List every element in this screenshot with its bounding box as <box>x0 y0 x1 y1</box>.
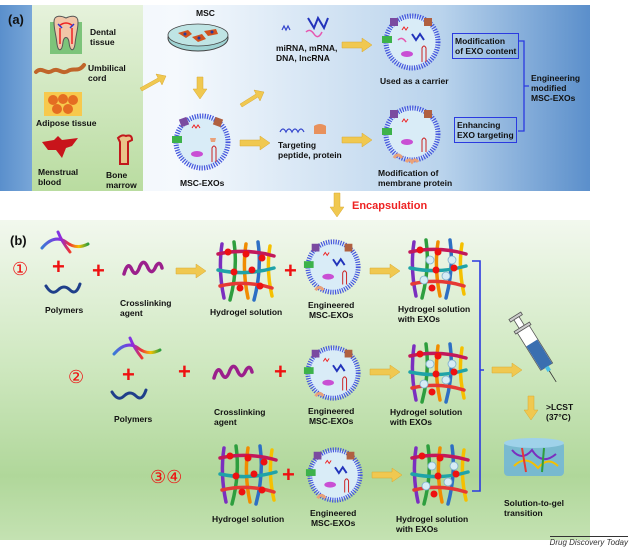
arrow-to-hydrogel <box>175 263 207 279</box>
plus-sign: + <box>178 359 191 384</box>
enhancing-exo-targeting-box: Enhancing EXO targeting <box>454 117 517 143</box>
engineered-exos-label: Engineered MSC-EXOs <box>308 300 355 320</box>
petri-dish-msc-icon <box>167 23 229 52</box>
polymers-label: Polymers <box>45 305 84 315</box>
syringe-icon <box>508 311 557 383</box>
msc-exo-vesicle <box>172 113 231 171</box>
panel-b <box>0 220 590 540</box>
tooth-icon <box>50 15 82 54</box>
lcst-label: >LCST (37°C) <box>546 402 574 422</box>
hydrogel-solution-label: Hydrogel solution <box>212 514 285 524</box>
step-3-4-marker: ③④ <box>150 467 183 487</box>
arrow-targeting-to-membrane <box>341 132 373 148</box>
journal-credit: Drug Discovery Today <box>549 536 628 547</box>
umbilical-cord-icon <box>34 63 86 75</box>
hydrogel-network-icon <box>216 240 276 302</box>
plus-sign: + <box>52 254 65 279</box>
merge-bracket <box>472 260 484 492</box>
engineered-exos-label: Engineered MSC-EXOs <box>310 508 357 528</box>
encapsulation-arrow <box>329 192 345 218</box>
hydrogel-with-exos-label: Hydrogel solution with EXOs <box>398 304 471 324</box>
crosslinking-agent-icon <box>212 364 254 380</box>
source-menstrual-blood: Menstrual blood <box>38 167 79 187</box>
engineered-exos-label: Engineered MSC-EXOs <box>308 406 355 426</box>
crosslinking-agent-label: Crosslinking agent <box>120 298 172 318</box>
plus-sign: + <box>274 359 287 384</box>
plus-sign: + <box>282 462 295 487</box>
engineered-exo-vesicle <box>303 345 361 401</box>
arrow-to-hydrogel-with-exos <box>369 364 401 380</box>
solution-to-gel-label: Solution-to-gel transition <box>504 498 564 518</box>
plus-sign: + <box>92 258 105 283</box>
exo-membrane-modified-vesicle <box>382 105 441 165</box>
step-1-marker: ① <box>12 259 29 279</box>
hydrogel-with-exos-icon <box>408 342 468 404</box>
msc-label: MSC <box>196 8 215 18</box>
plus-sign: + <box>122 362 135 387</box>
arrow-to-hydrogel-with-exos <box>369 263 401 279</box>
menstrual-blood-icon <box>42 136 78 158</box>
modification-exo-content-box: Modification of EXO content <box>452 33 520 59</box>
encapsulation-label: Encapsulation <box>352 200 428 212</box>
linear-polymer-icon <box>44 282 82 294</box>
panel-a-side-strip <box>0 5 32 191</box>
arrow-exos-to-targeting <box>239 135 271 151</box>
branched-polymer-icon <box>40 230 90 254</box>
crosslinking-agent-label: Crosslinking agent <box>214 407 266 427</box>
panel-a-label: (a) <box>8 12 24 27</box>
linear-polymer-icon <box>110 388 148 400</box>
arrow-cargo-to-carrier <box>341 37 373 53</box>
hydrogel-network-icon <box>218 444 278 506</box>
engineered-exo-vesicle <box>303 239 361 295</box>
arrow-to-gel <box>523 395 539 421</box>
arrow-exos-to-cargo <box>239 89 265 108</box>
exo-carrier-vesicle <box>382 13 441 71</box>
crosslinking-agent-icon <box>122 260 164 276</box>
hydrogel-solution-label: Hydrogel solution <box>210 307 283 317</box>
cargo-label: miRNA, mRNA, DNA, lncRNA <box>276 43 338 63</box>
targeting-peptide-icon <box>279 124 326 134</box>
plus-sign: + <box>284 258 297 283</box>
source-umbilical-cord: Umbilical cord <box>88 63 126 83</box>
source-adipose-tissue: Adipose tissue <box>36 118 97 128</box>
arrow-to-hydrogel-with-exos <box>371 467 403 483</box>
source-bone-marrow: Bone marrow <box>106 170 137 190</box>
gel-block-icon <box>504 438 564 476</box>
arrow-msc-to-exos <box>192 76 208 100</box>
engineering-modified-label: Engineering modified MSC-EXOs <box>531 73 581 103</box>
bone-marrow-icon <box>116 134 134 165</box>
engineered-exo-vesicle <box>305 447 363 503</box>
membrane-label: Modification of membrane protein <box>378 168 453 188</box>
hydrogel-with-exos-label: Hydrogel solution with EXOs <box>390 407 463 427</box>
branched-polymer-icon <box>112 336 162 360</box>
targeting-label: Targeting peptide, protein <box>278 140 342 160</box>
hydrogel-with-exos-label: Hydrogel solution with EXOs <box>396 514 469 534</box>
engineering-bracket <box>518 40 529 132</box>
carrier-label: Used as a carrier <box>380 76 449 86</box>
polymers-label: Polymers <box>114 414 153 424</box>
msc-exos-label: MSC-EXOs <box>180 178 225 188</box>
arrow-sources-to-msc <box>139 73 167 92</box>
adipose-tissue-icon <box>44 92 82 116</box>
hydrogel-with-exos-icon <box>410 444 470 506</box>
hydrogel-with-exos-icon <box>408 238 468 300</box>
panel-b-label: (b) <box>10 233 27 248</box>
source-dental-tissue: Dental tissue <box>90 27 116 47</box>
arrow-to-syringe <box>491 362 523 378</box>
step-2-marker: ② <box>68 367 85 387</box>
nucleic-acid-cargo-icon <box>281 15 329 38</box>
